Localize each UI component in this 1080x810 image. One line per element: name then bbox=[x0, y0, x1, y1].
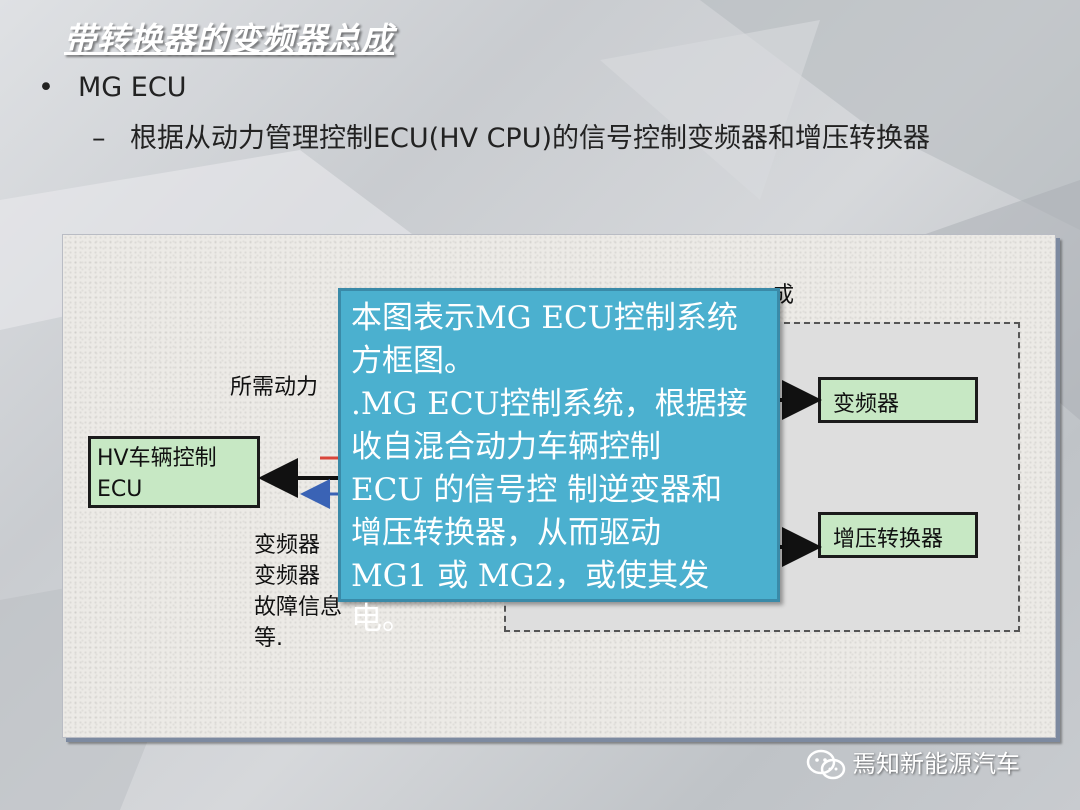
watermark-text: 焉知新能源汽车 bbox=[852, 750, 1020, 778]
wechat-icon bbox=[806, 749, 846, 780]
inverter-box: 变频器 bbox=[818, 377, 978, 423]
slide-title: 带转换器的变频器总成 bbox=[64, 20, 395, 58]
dash-icon: – bbox=[92, 123, 106, 154]
boost-converter-box: 增压转换器 bbox=[818, 512, 978, 558]
hv-ecu-label-line2: ECU bbox=[97, 477, 143, 502]
explanation-callout: 本图表示MG ECU控制系统 方框图。 .MG ECU控制系统，根据接 收自混合… bbox=[338, 288, 780, 637]
callout-line: 本图表示MG ECU控制系统 bbox=[351, 300, 738, 336]
info-line-1: 变频器 bbox=[254, 533, 321, 558]
callout-line: 收自混合动力车辆控制 bbox=[351, 429, 661, 465]
callout-line: 方框图。 bbox=[351, 343, 475, 379]
sub-bullet-item: –根据从动力管理控制ECU(HV CPU)的信号控制变频器和增压转换器 bbox=[92, 116, 930, 155]
bullet-text: MG ECU bbox=[78, 72, 187, 103]
required-power-label: 所需动力 bbox=[230, 375, 319, 400]
bullet-dot-icon: • bbox=[38, 72, 54, 103]
bullet-item-mg-ecu: • MG ECU bbox=[38, 72, 186, 103]
callout-line: MG1 或 MG2，或使其发电。 bbox=[351, 558, 710, 637]
sub-bullet-text: 根据从动力管理控制ECU(HV CPU)的信号控制变频器和增压转换器 bbox=[130, 123, 930, 154]
info-line-3: 故障信息 bbox=[254, 595, 343, 620]
hv-ecu-label-line1: HV车辆控制 bbox=[97, 446, 217, 471]
callout-line: .MG ECU控制系统，根据接 bbox=[351, 386, 748, 422]
boost-converter-label: 增压转换器 bbox=[833, 527, 944, 552]
inverter-label: 变频器 bbox=[833, 392, 900, 417]
info-line-2: 变频器 bbox=[254, 564, 321, 589]
callout-line: ECU 的信号控 制逆变器和 bbox=[351, 472, 723, 508]
info-line-4: 等. bbox=[254, 626, 283, 651]
inverter-info-label: 变频器 变频器 故障信息 等. bbox=[254, 530, 364, 654]
callout-line: 增压转换器，从而驱动 bbox=[351, 515, 661, 551]
watermark: 焉知新能源汽车 bbox=[806, 744, 1020, 782]
